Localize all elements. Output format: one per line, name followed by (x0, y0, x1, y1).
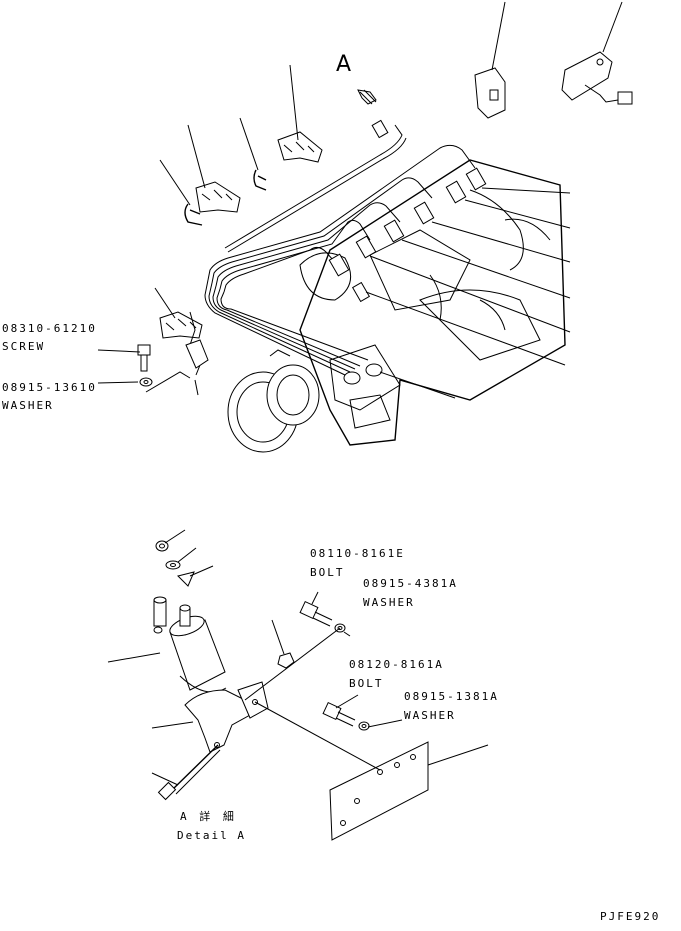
leader-lines-upper (97, 1, 623, 399)
coil-bracket (184, 681, 269, 753)
washer3-part-number: 08915-1381A (404, 690, 499, 703)
screw-part-number: 08310-61210 (2, 322, 97, 335)
washer1-name: WASHER (2, 399, 54, 412)
mounting-bolt-long (157, 744, 221, 801)
bolt1-name: BOLT (310, 566, 345, 579)
mounting-plate (329, 741, 429, 841)
pulley (227, 349, 320, 453)
bolt2-part-number: 08120-8161A (349, 658, 444, 671)
washer1-part-number: 08915-13610 (2, 381, 97, 394)
leader-lines-detail (107, 529, 489, 786)
washer2-part-number: 08915-4381A (363, 577, 458, 590)
screw-name: SCREW (2, 340, 46, 353)
wire-clamps (159, 131, 323, 376)
washer2-name: WASHER (363, 596, 415, 609)
nut (277, 652, 295, 669)
bolt-upper (299, 600, 346, 633)
ignition-coil (153, 596, 227, 693)
engine-block (299, 159, 566, 446)
bolt-lower (322, 701, 370, 731)
view-arrow (357, 89, 377, 105)
detail-caption-jp: A 詳 細 (180, 810, 237, 823)
bolt2-name: BOLT (349, 677, 384, 690)
washer3-name: WASHER (404, 709, 456, 722)
screw-and-washer-upper (137, 344, 191, 393)
coil-top-hardware (155, 540, 195, 587)
drawing-code: PJFE920 (600, 910, 661, 923)
ignition-wire-harness (204, 124, 476, 376)
view-letter-label: A (336, 52, 352, 77)
detail-caption-en: Detail A (177, 829, 246, 842)
bolt1-part-number: 08110-8161E (310, 547, 405, 560)
spark-plug-boots (328, 119, 487, 385)
connector-parts (474, 51, 633, 119)
